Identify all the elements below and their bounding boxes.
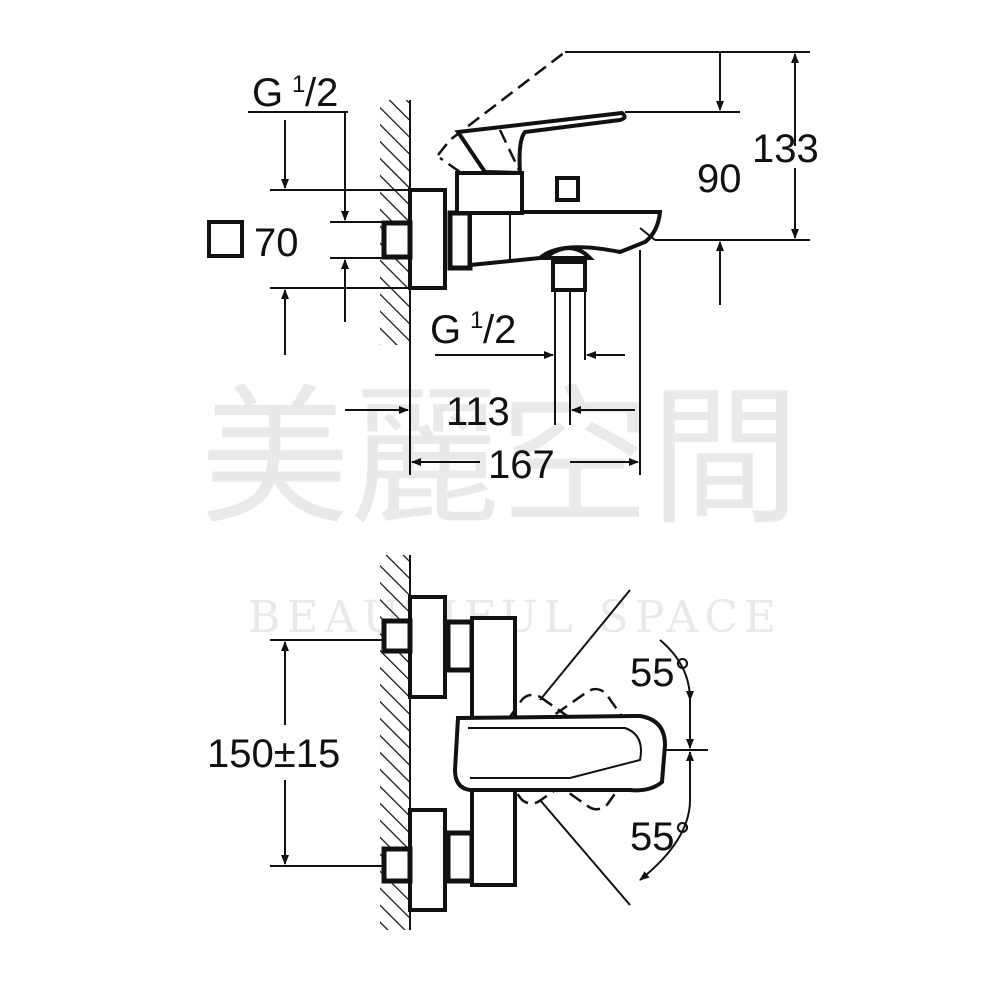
square-size-label: 70 [254,221,299,265]
watermark-chinese: 美麗空間 [200,372,800,546]
side-view: 133 90 G 1 /2 70 G 1 /2 113 167 [207,51,819,487]
diverter-outlet [551,260,587,292]
angle-bottom-label: 55° [630,815,691,859]
front-lever [452,713,668,793]
lower-nipple [381,846,413,884]
front-view: 150±15 55° 55° [207,555,708,930]
thread-top-main: G [252,71,283,115]
connection-nipple [381,220,413,260]
centers-label: 150±15 [207,732,340,776]
diverter-knob [555,176,580,202]
wall-escutcheon [408,188,447,290]
lower-nut [445,830,475,884]
lower-escutcheon [408,808,447,912]
hex-nut [447,210,473,271]
upper-nipple [381,618,413,654]
upper-escutcheon [408,595,447,699]
spout-offset-label: 113 [446,390,510,434]
angle-top-label: 55° [630,651,691,695]
thread-top-sub: /2 [305,71,338,115]
thread-bottom-sup: 1 [470,307,483,334]
square-symbol-icon [207,220,244,258]
lever [454,110,627,176]
total-height-label: 133 [752,127,819,171]
lever-raised-dashed [437,51,566,174]
thread-bottom-sub: /2 [483,308,516,352]
upper-nut [445,619,475,673]
lever-height-label: 90 [697,157,742,201]
thread-bottom-main: G [430,308,461,352]
handle-base [455,171,524,215]
projection-label: 167 [488,443,555,487]
thread-top-sup: 1 [292,71,305,98]
